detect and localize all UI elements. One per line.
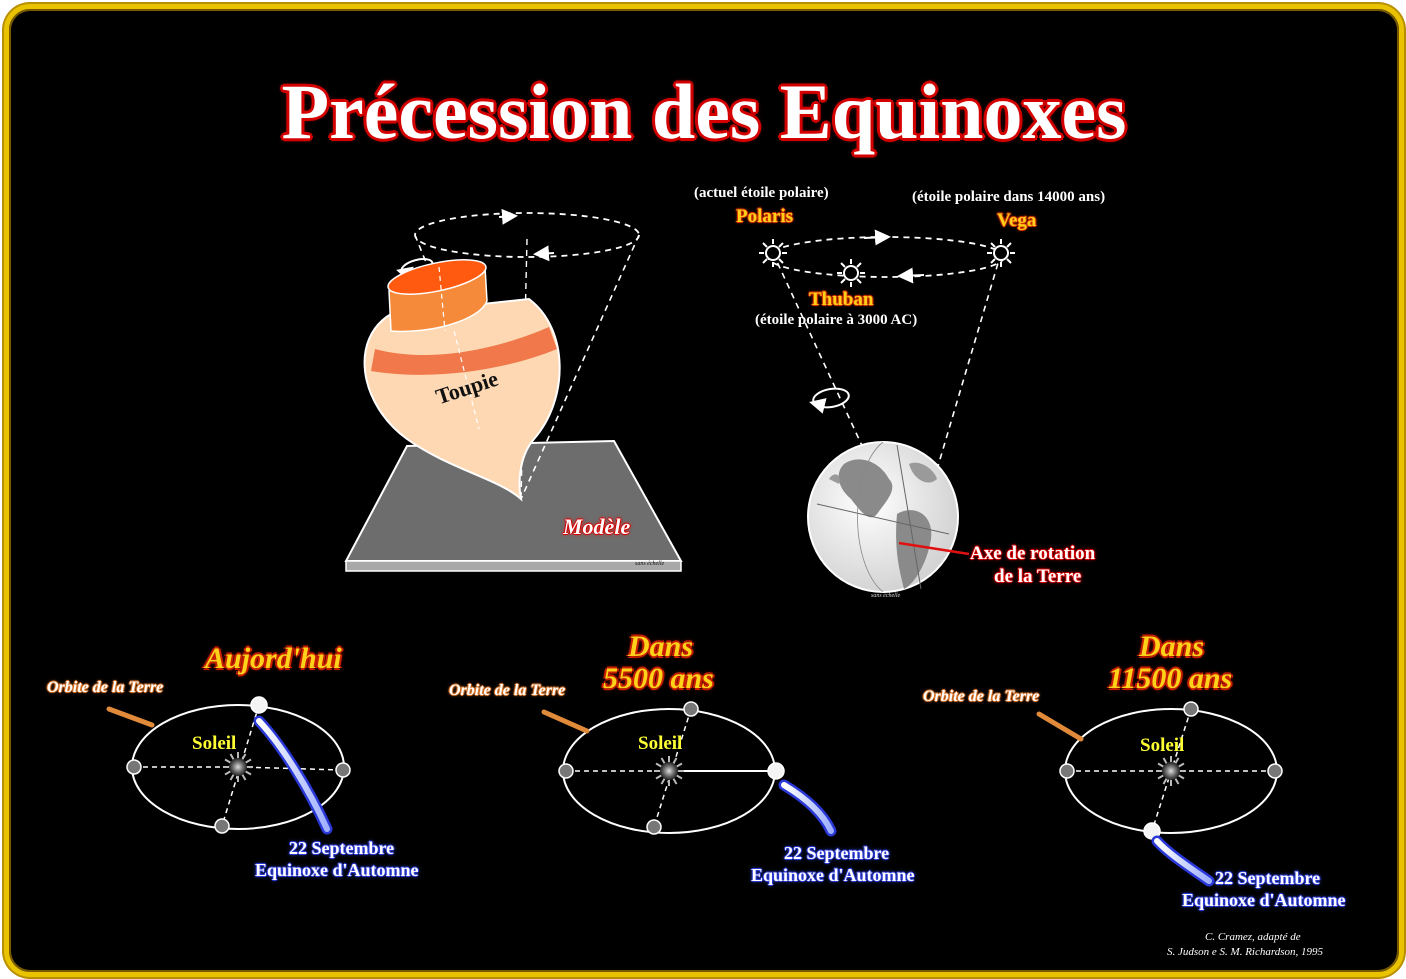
earth-position [683, 701, 699, 717]
equinox-arrow [1154, 838, 1212, 884]
panel1-sun-label: Soleil [192, 733, 237, 754]
earth-position [767, 762, 785, 780]
earth-position [558, 763, 574, 779]
vega-label: Vega [997, 210, 1037, 231]
polaris-note: (actuel étoile polaire) [694, 185, 829, 201]
panel2-sun-label: Soleil [638, 733, 683, 754]
axis-label-line1: Axe de rotation [970, 543, 1096, 564]
earth-position [1059, 763, 1075, 779]
vega-note: (étoile polaire dans 14000 ans) [912, 189, 1106, 205]
orbit-panel-3 [1036, 701, 1283, 887]
ground-plate-edge [345, 560, 682, 572]
earth-position [250, 696, 268, 714]
star-circle [767, 236, 1005, 278]
earth-position [1183, 701, 1199, 717]
panel2-date-line2: Equinoxe d'Automne [751, 865, 915, 885]
earth-precession [759, 229, 1015, 593]
sun-icon [1156, 756, 1186, 786]
panel1-date-line2: Equinoxe d'Automne [255, 860, 419, 880]
credit-line2: S. Judson e S. M. Richardson, 1995 [1167, 946, 1324, 958]
earth-position [126, 759, 142, 775]
spinning-top-model [344, 208, 683, 572]
credit-line1: C. Cramez, adapté de [1205, 931, 1301, 943]
model-label: Modèle [563, 514, 631, 539]
earth-position [335, 762, 351, 778]
panel1-time-line1: Aujord'hui [205, 642, 342, 675]
sun-icon [223, 752, 253, 782]
panel2-time-line1: Dans [628, 630, 694, 663]
earth-position [1267, 763, 1283, 779]
diagram-frame: Précession des Equinoxes [4, 4, 1404, 977]
page-title: Précession des Equinoxes [281, 68, 1127, 155]
panel3-orbit-label: Orbite de la Terre [923, 688, 1040, 705]
thuban-label: Thuban [809, 289, 874, 310]
earth-scale-note: sans échelle [871, 593, 901, 599]
panel2-orbit-label: Orbite de la Terre [449, 682, 566, 699]
panel2-time-line2: 5500 ans [603, 662, 714, 695]
panel1-orbit-label: Orbite de la Terre [47, 679, 164, 696]
equinox-arrow [256, 718, 330, 832]
earth-position [214, 818, 230, 834]
axis-label-line2: de la Terre [994, 566, 1082, 587]
panel3-date-line1: 22 Septembre [1215, 868, 1321, 888]
panel3-time-line1: Dans [1139, 630, 1205, 663]
star-vega [987, 239, 1015, 267]
diagram-artwork [106, 208, 1283, 887]
panel3-time-line2: 11500 ans [1108, 662, 1233, 695]
star-thuban [837, 259, 865, 287]
sun-icon [654, 756, 684, 786]
orbit-panel-1 [106, 696, 351, 835]
top-band-lower [371, 327, 557, 375]
thuban-note: (étoile polaire à 3000 AC) [755, 312, 918, 328]
polaris-label: Polaris [736, 206, 793, 227]
orbit-pointer [106, 706, 155, 728]
earth-position [646, 819, 662, 835]
panel3-sun-label: Soleil [1140, 735, 1185, 756]
panel3-date-line2: Equinoxe d'Automne [1182, 890, 1346, 910]
orbit-panels [106, 696, 1283, 887]
equinox-arrow [781, 782, 834, 834]
model-scale-note: sans échelle [635, 561, 665, 567]
star-polaris [759, 239, 787, 267]
orbit-pointer [541, 709, 590, 734]
orbit-panel-2 [541, 701, 837, 837]
orbit-pointer [1036, 711, 1084, 742]
panel2-date-line1: 22 Septembre [784, 843, 890, 863]
earth-globe [807, 441, 959, 593]
panel1-date-line1: 22 Septembre [289, 838, 395, 858]
